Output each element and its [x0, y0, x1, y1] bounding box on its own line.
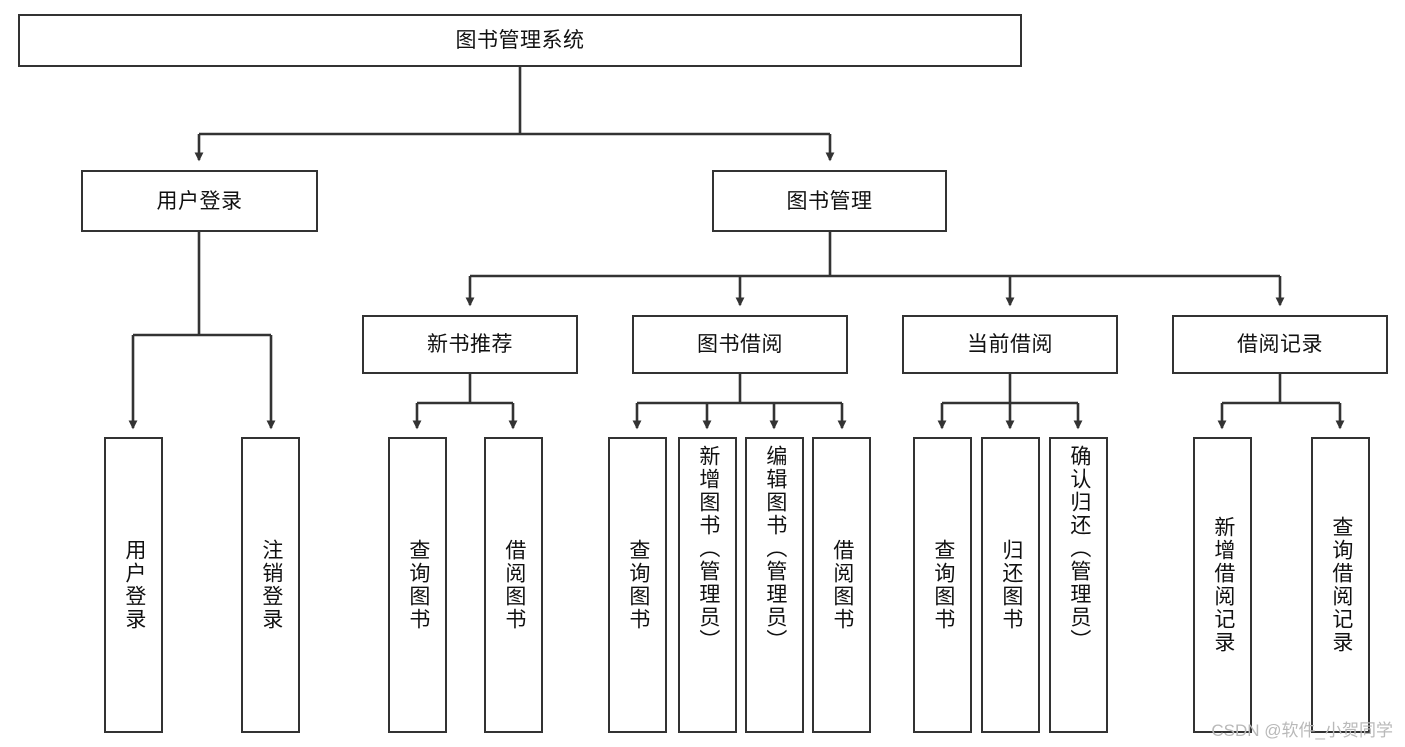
leaf-query-borrow-record[interactable]: 查询借阅记录: [1311, 437, 1370, 733]
leaf-edit-book-admin[interactable]: 编辑图书（管理员）: [745, 437, 804, 733]
leaf-return-book[interactable]: 归还图书: [981, 437, 1040, 733]
node-book-management[interactable]: 图书管理: [712, 170, 947, 232]
node-user-login[interactable]: 用户登录: [81, 170, 318, 232]
node-label: 新书推荐: [427, 333, 513, 356]
node-book-borrowing[interactable]: 图书借阅: [632, 315, 848, 374]
leaf-confirm-return-admin[interactable]: 确认归还（管理员）: [1049, 437, 1108, 733]
node-label: 用户登录: [122, 539, 146, 631]
leaf-borrow-book[interactable]: 借阅图书: [812, 437, 871, 733]
node-label: 图书管理: [786, 189, 873, 213]
node-current-borrowing[interactable]: 当前借阅: [902, 315, 1118, 374]
node-root-book-management-system[interactable]: 图书管理系统: [18, 14, 1022, 67]
node-label: 图书管理系统: [455, 29, 585, 52]
node-label: 图书借阅: [697, 333, 783, 356]
node-label: 借阅图书: [502, 539, 526, 631]
leaf-query-book-borrow[interactable]: 查询图书: [608, 437, 667, 733]
node-label: 注销登录: [259, 539, 283, 631]
node-borrowing-record[interactable]: 借阅记录: [1172, 315, 1388, 374]
node-label: 借阅记录: [1237, 333, 1323, 356]
node-label: 归还图书: [999, 539, 1023, 631]
leaf-query-book-rec[interactable]: 查询图书: [388, 437, 447, 733]
node-label: 查询图书: [626, 539, 650, 631]
node-label: 新增图书（管理员）: [696, 445, 720, 652]
leaf-query-book-current[interactable]: 查询图书: [913, 437, 972, 733]
leaf-user-login[interactable]: 用户登录: [104, 437, 163, 733]
node-label: 查询借阅记录: [1329, 516, 1353, 654]
node-label: 借阅图书: [830, 539, 854, 631]
leaf-borrow-book-rec[interactable]: 借阅图书: [484, 437, 543, 733]
node-label: 确认归还（管理员）: [1067, 445, 1091, 652]
node-label: 查询图书: [406, 539, 430, 631]
node-new-book-recommendation[interactable]: 新书推荐: [362, 315, 578, 374]
node-label: 新增借阅记录: [1211, 516, 1235, 654]
leaf-add-book-admin[interactable]: 新增图书（管理员）: [678, 437, 737, 733]
node-label: 当前借阅: [967, 333, 1053, 356]
node-label: 用户登录: [156, 189, 243, 213]
node-label: 查询图书: [931, 539, 955, 631]
csdn-watermark: CSDN @软件_小贺同学: [1211, 721, 1393, 740]
leaf-add-borrow-record[interactable]: 新增借阅记录: [1193, 437, 1252, 733]
node-label: 编辑图书（管理员）: [763, 445, 787, 652]
leaf-logout-login[interactable]: 注销登录: [241, 437, 300, 733]
